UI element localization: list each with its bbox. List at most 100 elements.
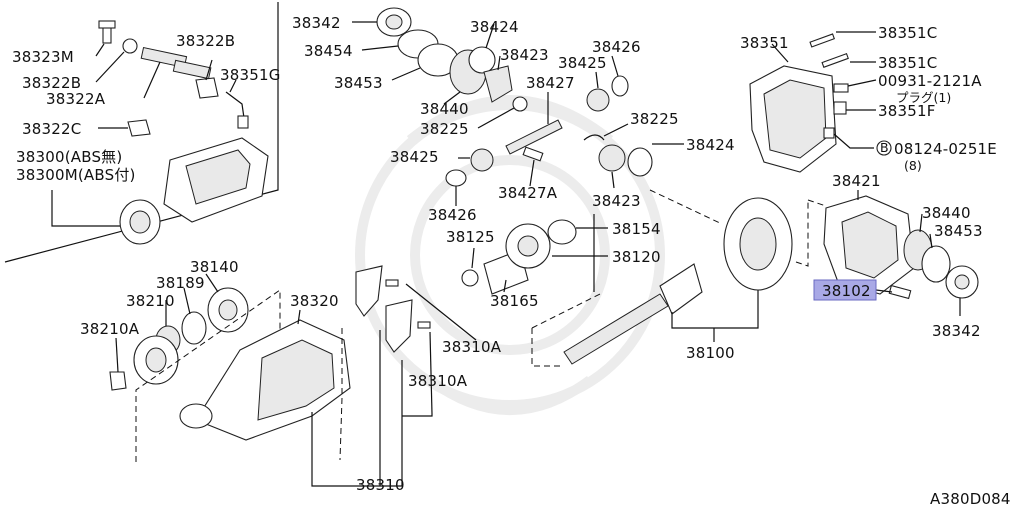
sensor-38351G[interactable] [225,79,249,129]
bolt-08124[interactable] [823,127,874,149]
label-38102[interactable]: 38102 [822,282,871,300]
bearing-38342-top[interactable] [352,7,412,37]
bracket-38322B[interactable] [195,59,219,99]
assembly-guide-pinion [531,293,601,367]
bolt-38351C-1[interactable] [809,31,876,48]
axle-assembly-inset [4,2,279,263]
snap-ring-38225-mid[interactable] [583,123,629,141]
label-08124[interactable]: 08124-0251E [894,140,997,158]
label-38323M[interactable]: 38323M [12,48,74,66]
label-00931[interactable]: 00931-2121A [878,72,982,90]
label-38322C[interactable]: 38322C [22,120,81,138]
cap-38310-lower[interactable] [385,299,431,353]
label-38453-top[interactable]: 38453 [334,74,383,92]
bearing-38342-right[interactable] [945,265,979,316]
label-38310A-1[interactable]: 38310A [442,338,502,356]
label-38154[interactable]: 38154 [612,220,661,238]
label-38423-top[interactable]: 38423 [500,46,549,64]
label-38225-mid[interactable]: 38225 [630,110,679,128]
carrier-assembly-38300[interactable] [51,137,269,245]
bolt-38351C-2[interactable] [821,52,876,68]
label-38426-top[interactable]: 38426 [592,38,641,56]
shim-38154[interactable] [547,219,608,245]
bolt-38102[interactable] [875,284,912,300]
label-38424-mid[interactable]: 38424 [686,136,735,154]
bolt-38323M[interactable] [95,20,116,57]
label-38424-top[interactable]: 38424 [470,18,519,36]
gear-38425-top[interactable] [586,71,610,112]
cap-38310-upper[interactable] [355,265,399,317]
label-38300M[interactable]: 38300M(ABS付) [16,166,136,184]
label-38423-mid[interactable]: 38423 [592,192,641,210]
label-38425-mid[interactable]: 38425 [390,148,439,166]
label-38322B-left[interactable]: 38322B [22,74,81,92]
label-38453-right[interactable]: 38453 [934,222,983,240]
label-38342-top[interactable]: 38342 [292,14,341,32]
diagram-code: A380D084 [930,490,1011,508]
label-38440-right[interactable]: 38440 [922,204,971,222]
label-38351[interactable]: 38351 [740,34,789,52]
assembly-guide-right [807,199,827,207]
label-38300[interactable]: 38300(ABS無) [16,148,122,166]
label-38454[interactable]: 38454 [304,42,353,60]
label-38427[interactable]: 38427 [526,74,575,92]
label-38322A[interactable]: 38322A [46,90,106,108]
plug-00931[interactable] [833,79,877,93]
washer-38426-mid[interactable] [445,169,467,206]
label-38310[interactable]: 38310 [356,476,405,494]
leader-38310A-lower [429,331,433,415]
washer-38426-top[interactable] [611,55,629,97]
label-38310A-2[interactable]: 38310A [408,372,468,390]
flange-38210A[interactable] [109,335,179,391]
highlight-38102 [813,279,877,301]
label-38210[interactable]: 38210 [126,292,175,310]
label-38351G[interactable]: 38351G [220,66,281,84]
shaft-38427[interactable] [505,92,563,155]
washer-38453-top[interactable] [391,43,459,81]
label-38421[interactable]: 38421 [832,172,881,190]
label-38189[interactable]: 38189 [156,274,205,292]
spacer-38189[interactable] [181,287,207,345]
clamp-38322C[interactable] [98,119,151,137]
diff-case-38421[interactable] [823,190,915,295]
washer-38453-right[interactable] [921,233,951,283]
clip-38322B[interactable] [95,38,138,83]
label-38440-top[interactable]: 38440 [420,100,469,118]
label-38120[interactable]: 38120 [612,248,661,266]
label-38100[interactable]: 38100 [686,344,735,362]
housing-38320[interactable] [179,309,351,441]
label-38426-mid[interactable]: 38426 [428,206,477,224]
label-38125[interactable]: 38125 [446,228,495,246]
label-38140[interactable]: 38140 [190,258,239,276]
bolt-marker-circle [876,140,892,156]
ring-gear[interactable] [723,197,793,291]
label-38425-top[interactable]: 38425 [558,54,607,72]
snap-ring-38225-top[interactable] [477,96,528,129]
gear-38423-mid[interactable] [598,144,626,189]
bearing-38140[interactable] [205,273,249,333]
label-38210A[interactable]: 38210A [80,320,140,338]
label-38320[interactable]: 38320 [290,292,339,310]
label-38351C-2[interactable]: 38351C [878,54,937,72]
assembly-guide-ring [649,189,809,267]
bearing-38120[interactable] [505,223,608,269]
label-38351F[interactable]: 38351F [878,102,936,120]
label-38322B-top[interactable]: 38322B [176,32,235,50]
gear-38425-mid[interactable] [458,148,494,172]
pin-38427A[interactable] [522,146,544,187]
gear-38423-top[interactable] [483,55,513,103]
label-38225-top[interactable]: 38225 [420,120,469,138]
drive-pinion-38100[interactable] [563,263,759,365]
pin-38322A[interactable] [140,46,212,99]
breather-38351F[interactable] [833,101,876,115]
label-38351C-1[interactable]: 38351C [878,24,937,42]
gear-38424-mid[interactable] [627,143,684,177]
gear-38424-top[interactable] [468,23,496,74]
cover-38351[interactable] [749,43,837,173]
assembly-guide-left [135,289,281,462]
label-38427A[interactable]: 38427A [498,184,558,202]
label-38165[interactable]: 38165 [490,292,539,310]
label-38342-right[interactable]: 38342 [932,322,981,340]
bearing-38125[interactable] [461,247,479,287]
